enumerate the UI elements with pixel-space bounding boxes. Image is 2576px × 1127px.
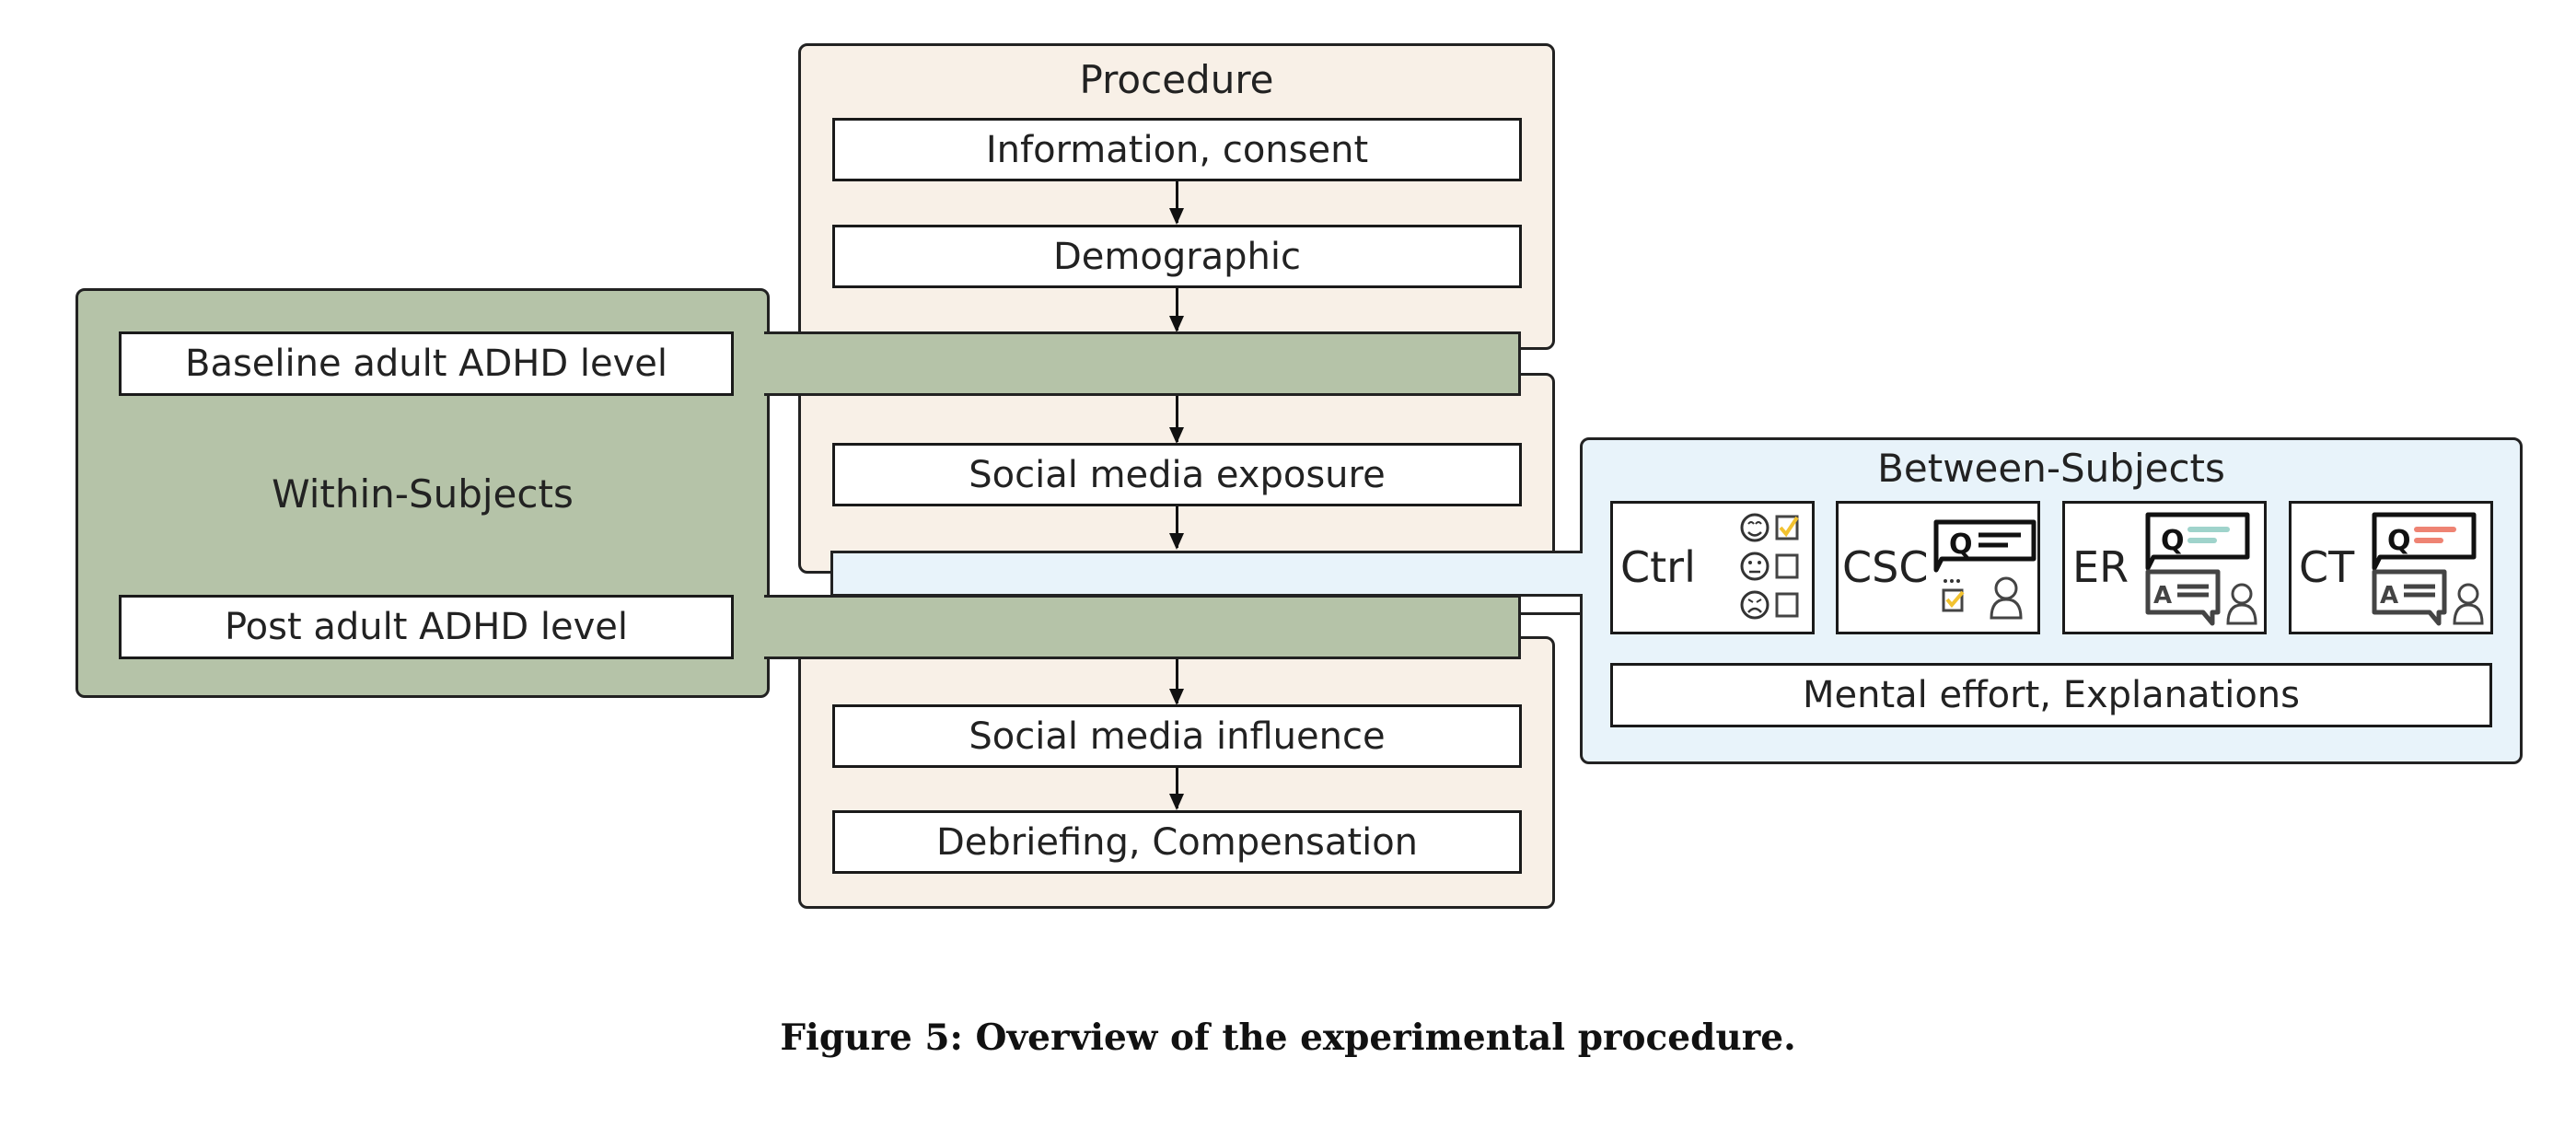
condition-csc-label: CSC [1842, 542, 1929, 592]
step-debriefing-compensation: Debriefing, Compensation [832, 810, 1522, 874]
between-subjects-title: Between-Subjects [1877, 446, 2225, 491]
question-answer-person-icon: Q A [2372, 512, 2484, 626]
arrow-influence-to-debriefing [1169, 768, 1184, 810]
step-social-media-exposure: Social media exposure [832, 443, 1522, 506]
post-band [764, 595, 1521, 659]
condition-ct-label: CT [2299, 542, 2355, 592]
condition-er: ER Q A [2062, 501, 2267, 634]
arrow-exposure-to-between [1169, 506, 1184, 550]
baseline-band [764, 331, 1521, 396]
seam-cover [1574, 553, 1585, 594]
condition-er-label: ER [2072, 542, 2129, 592]
step-social-media-influence: Social media influence [832, 704, 1522, 768]
step-demographic: Demographic [832, 225, 1522, 288]
between-subjects-connector [830, 551, 1595, 597]
arrow-demographic-to-baseline [1169, 288, 1184, 332]
connector-line [1521, 612, 1583, 615]
svg-text:A: A [2153, 582, 2172, 610]
condition-ctrl: Ctrl [1610, 501, 1815, 634]
svg-text:Q: Q [1949, 529, 1973, 561]
emoji-rating-checklist-icon [1740, 513, 1799, 620]
arrow-baseline-to-exposure [1169, 396, 1184, 444]
seam-cover [760, 598, 772, 656]
svg-text:A: A [2380, 582, 2398, 610]
condition-ct: CT Q A [2289, 501, 2493, 634]
arrow-post-to-influence [1169, 659, 1184, 705]
step-information-consent: Information, consent [832, 118, 1522, 181]
figure-caption: Figure 5: Overview of the experimental p… [780, 1017, 1796, 1059]
seam-cover [760, 334, 772, 393]
baseline-adhd-level: Baseline adult ADHD level [119, 331, 734, 396]
question-checklist-person-icon: Q [1933, 519, 2036, 620]
post-adhd-level: Post adult ADHD level [119, 595, 734, 659]
arrow-consent-to-demographic [1169, 181, 1184, 225]
mental-effort-explanations: Mental effort, Explanations [1610, 663, 2492, 727]
svg-text:Q: Q [2161, 525, 2185, 557]
within-subjects-title: Within-Subjects [272, 471, 574, 517]
procedure-title: Procedure [1079, 57, 1274, 102]
question-answer-person-icon: Q A [2145, 512, 2257, 626]
condition-ctrl-label: Ctrl [1620, 542, 1696, 592]
svg-text:Q: Q [2387, 525, 2411, 557]
condition-csc: CSC Q [1836, 501, 2040, 634]
